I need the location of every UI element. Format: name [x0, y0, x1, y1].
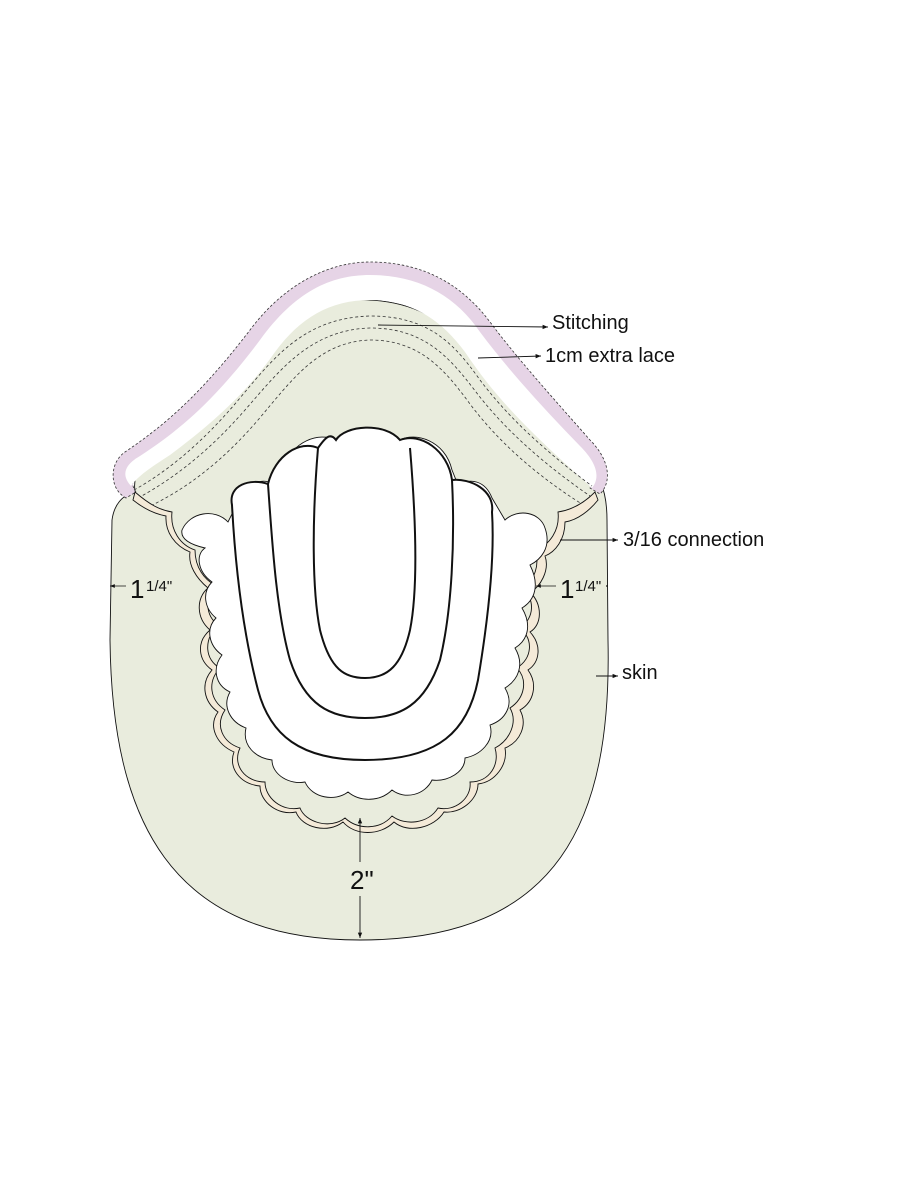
connection-label: 3/16 connection	[623, 529, 764, 551]
shell-ridge-mid	[312, 447, 417, 680]
extra-lace-label: 1cm extra lace	[545, 345, 675, 367]
left-width-fraction: 1/4"	[146, 578, 172, 595]
skin-label: skin	[622, 662, 658, 684]
right-width-whole: 1	[560, 574, 574, 604]
extra-lace-inner	[125, 275, 597, 488]
shell-ridge-outer	[267, 479, 455, 720]
stitching-line-3	[145, 339, 586, 509]
stitching-line-2	[137, 327, 591, 499]
right-width-fraction: 1/4"	[575, 578, 601, 595]
connection-band	[132, 491, 599, 833]
stitching-leader	[377, 324, 549, 330]
stitching-label: Stitching	[552, 312, 629, 334]
left-width-whole: 1	[130, 574, 144, 604]
stitching-line-1	[133, 315, 593, 491]
bottom-height-label: 2"	[350, 865, 374, 895]
extra-lace-band	[112, 261, 608, 499]
extra-lace-leader	[477, 354, 542, 359]
